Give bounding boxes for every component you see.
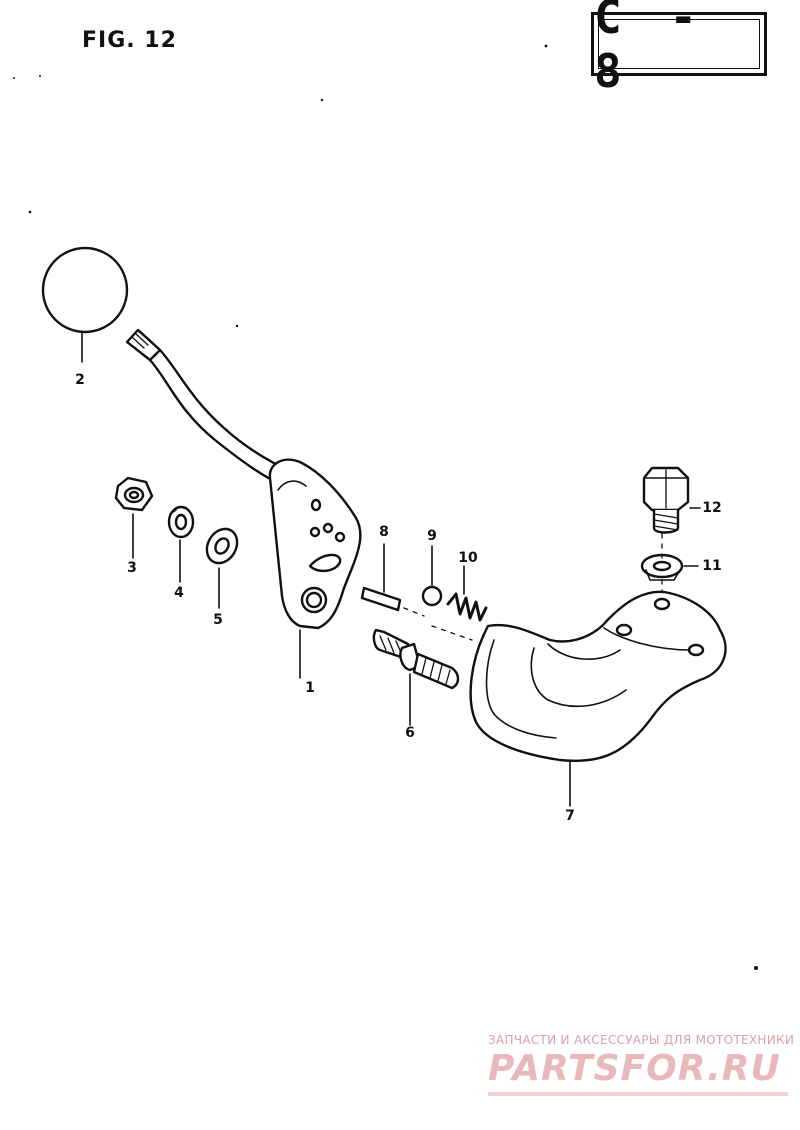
part-number-7: 7 (565, 808, 575, 824)
part-number-3: 3 (127, 560, 137, 576)
lock-washer-icon (167, 505, 195, 583)
scan-specks (13, 44, 758, 970)
watermark-brand: PARTSFOR.RU (488, 1048, 781, 1089)
figure-label: FIG. 12 (82, 28, 177, 53)
pin-icon (360, 543, 402, 612)
shift-lever-icon (41, 246, 294, 488)
part-number-8: 8 (379, 524, 389, 540)
part-number-12: 12 (702, 500, 722, 516)
part-number-1: 1 (305, 680, 315, 696)
part-number-5: 5 (213, 612, 223, 628)
stud-bolt-icon (372, 628, 460, 726)
part-number-11: 11 (702, 558, 722, 574)
part-number-2: 2 (75, 372, 85, 388)
part-number-4: 4 (174, 585, 184, 601)
bracket-icon (469, 590, 727, 807)
washer-icon (205, 527, 239, 609)
shift-plate-icon (268, 458, 362, 679)
spring-washer-icon (640, 553, 699, 581)
nut-icon (114, 476, 154, 559)
section-code-box: C - 8 (591, 0, 767, 98)
watermark-subtitle: ЗАПЧАСТИ И АКСЕССУАРЫ ДЛЯ МОТОТЕХНИКИ (488, 1033, 795, 1047)
part-number-9: 9 (427, 528, 437, 544)
part-number-10: 10 (458, 550, 478, 566)
ball-icon (421, 545, 443, 607)
part-number-6: 6 (405, 725, 415, 741)
spring-icon (446, 565, 488, 622)
watermark-shadow (488, 1092, 788, 1096)
hex-bolt-icon (642, 466, 701, 534)
